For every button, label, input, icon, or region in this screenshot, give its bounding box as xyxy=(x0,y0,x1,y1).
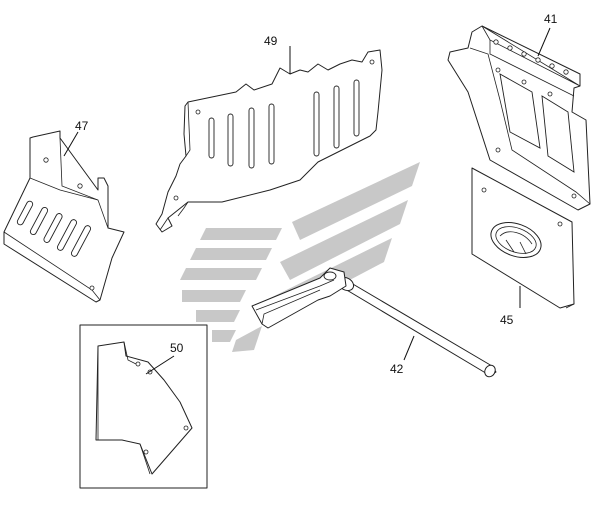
callout-50: 50 xyxy=(170,341,184,355)
leader-42 xyxy=(403,335,415,361)
part-42-pin xyxy=(251,267,497,378)
part-49-panel xyxy=(155,49,383,233)
callout-41: 41 xyxy=(544,12,558,26)
callout-42: 42 xyxy=(390,362,404,376)
callout-47: 47 xyxy=(75,119,89,133)
part-50-inset xyxy=(79,324,208,489)
leader-41 xyxy=(537,27,551,57)
callout-45: 45 xyxy=(500,313,514,327)
part-47-bracket xyxy=(3,130,125,303)
leader-47 xyxy=(63,131,79,157)
part-45-mudflap xyxy=(471,167,575,309)
leader-lines xyxy=(63,27,551,375)
callout-49: 49 xyxy=(264,34,278,48)
leader-50 xyxy=(145,355,175,375)
part-41-frame xyxy=(447,25,591,211)
